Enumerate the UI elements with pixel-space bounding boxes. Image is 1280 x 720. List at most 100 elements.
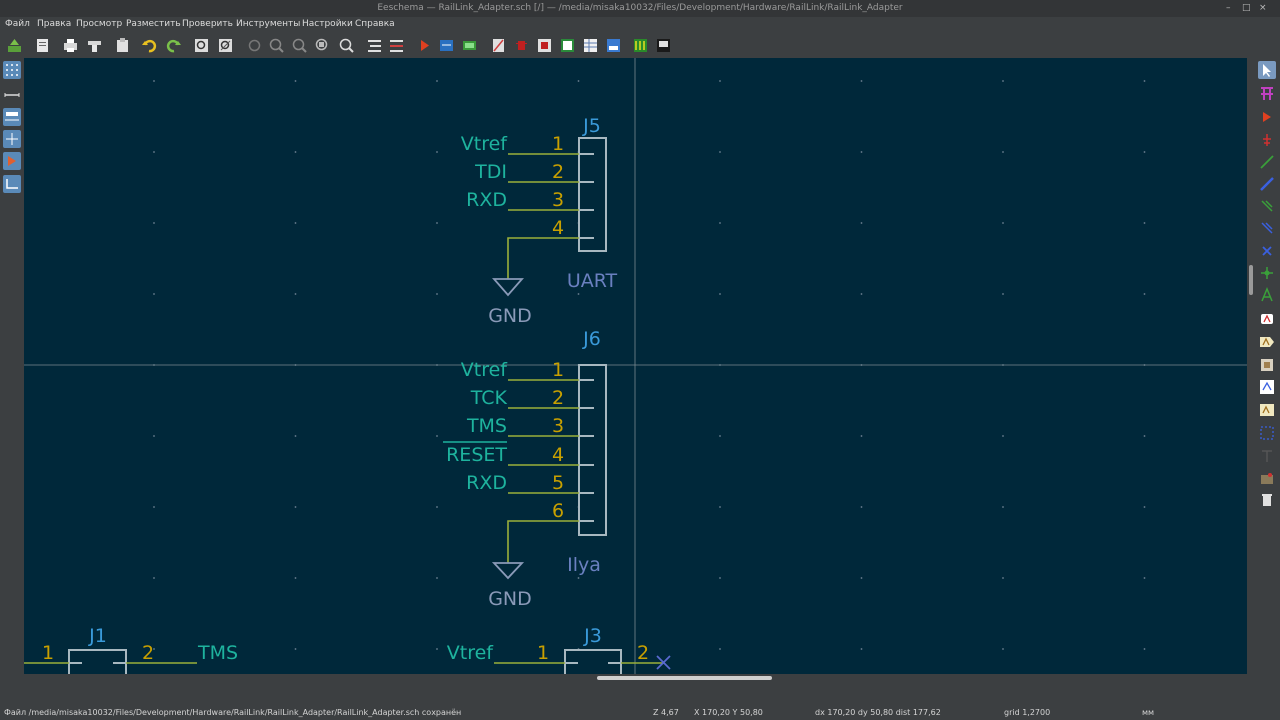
pcbnew-icon[interactable] [632, 37, 649, 54]
add-image-icon[interactable] [1258, 469, 1276, 487]
grid-dot [153, 293, 155, 295]
grid-dot [294, 293, 297, 295]
redo-icon[interactable] [165, 37, 182, 54]
grid-dot [436, 577, 438, 579]
grid-dot [1002, 435, 1004, 437]
plot-icon[interactable] [86, 37, 103, 54]
annotate-icon[interactable] [438, 37, 455, 54]
hierarchy-navigator-icon[interactable] [366, 37, 383, 54]
add-label-icon[interactable] [1258, 286, 1276, 304]
menu-edit[interactable]: Правка [37, 19, 72, 29]
grid-dot [294, 151, 297, 153]
orthogonal-lines-icon[interactable] [3, 175, 21, 193]
highlight-net-icon[interactable] [1258, 85, 1276, 103]
grid-dot [719, 577, 721, 579]
grid-dot [860, 577, 863, 579]
grid-dot [294, 648, 297, 650]
add-sheet-icon[interactable] [1258, 356, 1276, 374]
backannotate-icon[interactable] [655, 37, 672, 54]
units-inch-icon[interactable] [3, 86, 21, 104]
minimize-button[interactable]: – [1226, 3, 1231, 13]
grid-dot [1002, 222, 1004, 224]
j6-pin4-name: RESET [446, 444, 507, 466]
j6-pin1-name: Vtref [461, 359, 509, 381]
add-text-icon[interactable] [1258, 447, 1276, 465]
add-symbol-icon[interactable] [1258, 108, 1276, 126]
grid-dot [294, 577, 297, 579]
symbol-editor-icon[interactable] [536, 37, 553, 54]
menu-view[interactable]: Просмотр [76, 19, 123, 29]
j6-pin1-number: 1 [552, 359, 564, 381]
refresh-icon[interactable] [246, 37, 263, 54]
grid-dot [860, 435, 863, 437]
find-icon[interactable] [193, 37, 210, 54]
find-replace-icon[interactable] [217, 37, 234, 54]
add-wire-icon[interactable] [1258, 153, 1276, 171]
select-icon[interactable] [1258, 61, 1276, 79]
print-icon[interactable] [62, 37, 79, 54]
menu-tools[interactable]: Инструменты [236, 19, 301, 29]
window-titlebar: Eeschema — RailLink_Adapter.sch [/] — /m… [0, 0, 1280, 17]
bom-icon[interactable] [605, 37, 622, 54]
component-j1[interactable]: J1 1 2 TMS [24, 625, 238, 674]
cursor-shape-icon[interactable] [3, 130, 21, 148]
run-simulator-icon[interactable] [416, 37, 433, 54]
paste-icon[interactable] [114, 37, 131, 54]
undo-icon[interactable] [141, 37, 158, 54]
save-icon[interactable] [6, 37, 23, 54]
grid-dot [719, 435, 721, 437]
menu-help[interactable]: Справка [355, 19, 395, 29]
j5-ground-symbol[interactable]: GND [488, 278, 532, 327]
j6-ground-symbol[interactable]: GND [488, 562, 532, 610]
grid-dot [577, 577, 580, 579]
assign-footprints-icon[interactable] [513, 37, 530, 54]
add-hierarchical-label-icon[interactable] [1258, 333, 1276, 351]
menu-file[interactable]: Файл [5, 19, 30, 29]
horizontal-scrollbar-thumb[interactable] [597, 676, 772, 680]
maximize-button[interactable]: □ [1242, 3, 1251, 13]
component-j3[interactable]: J3 1 2 Vtref [447, 625, 671, 674]
add-global-label-icon[interactable] [1258, 310, 1276, 328]
grid-dot [577, 80, 580, 82]
schematic-canvas[interactable]: J5 UART 1 2 3 4 Vtref TDI RXD GND [24, 58, 1247, 674]
zoom-in-icon[interactable] [268, 37, 285, 54]
grid-toggle-icon[interactable] [3, 61, 21, 79]
add-sheet-pin-icon[interactable] [1258, 401, 1276, 419]
component-j5[interactable]: J5 UART 1 2 3 4 Vtref TDI RXD GND [461, 115, 618, 327]
j5-body [578, 137, 607, 252]
hidden-pins-icon[interactable] [3, 152, 21, 170]
edit-fields-icon[interactable] [582, 37, 599, 54]
zoom-out-icon[interactable] [291, 37, 308, 54]
j6-pin6-number: 6 [552, 500, 564, 522]
add-graphic-lines-icon[interactable] [1258, 424, 1276, 442]
menu-inspect[interactable]: Проверить [182, 19, 233, 29]
j6-pin3-number: 3 [552, 415, 564, 437]
import-sheet-pin-icon[interactable] [1258, 378, 1276, 396]
grid-dot [153, 506, 155, 508]
new-sheet-icon[interactable] [34, 37, 51, 54]
menu-preferences[interactable]: Настройки [302, 19, 353, 29]
add-bus-entry-icon[interactable] [1258, 219, 1276, 237]
status-zoom: Z 4,67 [653, 708, 679, 717]
zoom-fit-icon[interactable] [314, 37, 331, 54]
zoom-selection-icon[interactable] [338, 37, 355, 54]
menu-place[interactable]: Разместить [126, 19, 181, 29]
no-connect-flag[interactable] [656, 655, 671, 670]
right-scrollbar[interactable] [1249, 265, 1253, 295]
netlist-icon[interactable] [490, 37, 507, 54]
leave-sheet-icon[interactable] [388, 37, 405, 54]
grid-dot [153, 222, 155, 224]
component-j6[interactable]: J6 Ilya 1 2 3 4 5 6 Vtref TCK TMS RESET … [443, 328, 607, 610]
symbol-browser-icon[interactable] [559, 37, 576, 54]
units-mm-icon[interactable] [3, 108, 21, 126]
add-junction-icon[interactable] [1258, 264, 1276, 282]
add-bus-icon[interactable] [1258, 175, 1276, 193]
j5-reference: J5 [582, 115, 601, 137]
close-button[interactable]: × [1259, 3, 1267, 13]
add-power-icon[interactable] [1258, 131, 1276, 149]
delete-icon[interactable] [1258, 491, 1276, 509]
erc-icon[interactable] [461, 37, 478, 54]
j1-pin2-number: 2 [142, 642, 154, 664]
no-connect-icon[interactable] [1258, 242, 1276, 260]
add-wire-entry-icon[interactable] [1258, 197, 1276, 215]
